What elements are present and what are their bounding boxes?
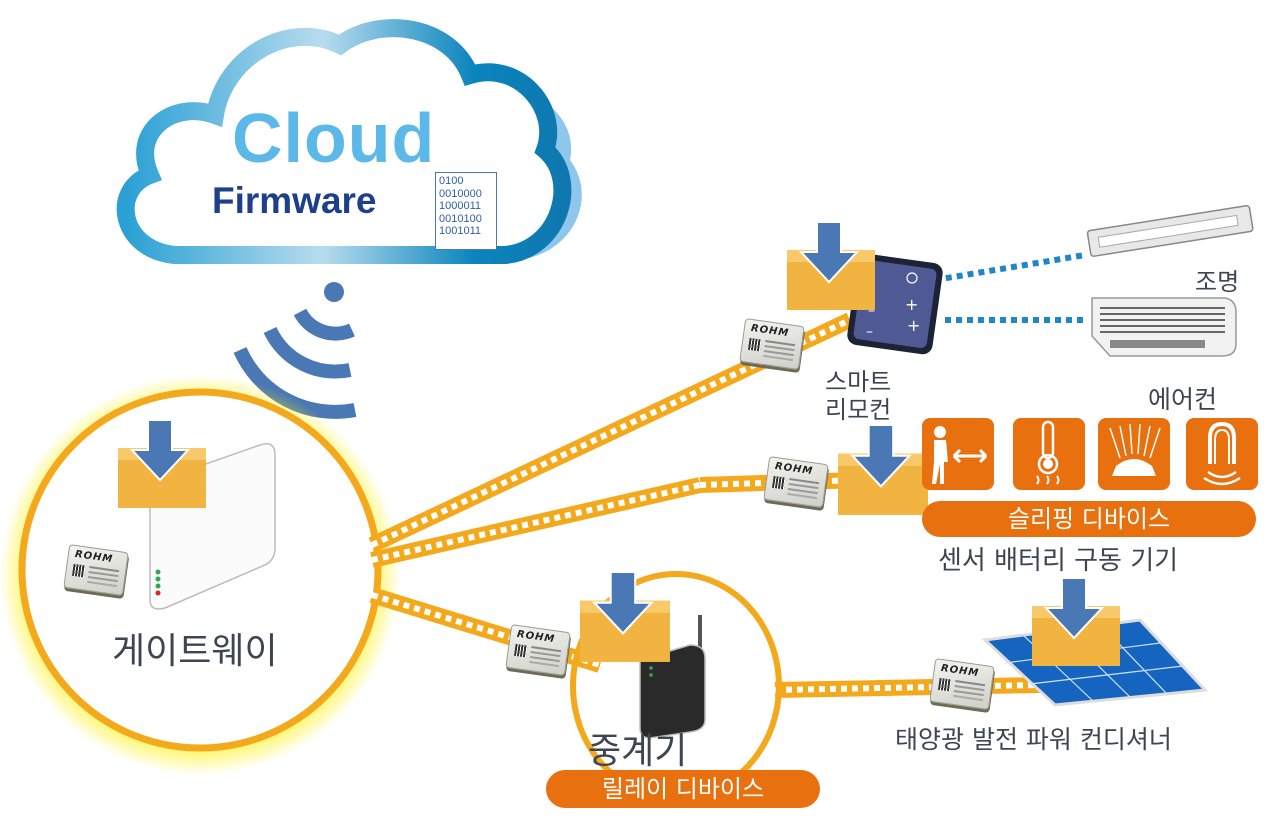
- smart-remote-label-line1: 스마트: [825, 368, 892, 396]
- rohm-module-chip: ROHM: [63, 544, 129, 596]
- relay-label: 중계기: [588, 731, 688, 772]
- rohm-module-chip: ROHM: [739, 318, 805, 370]
- cloud-subtitle: Firmware: [212, 180, 377, 221]
- cloud-title: Cloud: [232, 99, 436, 177]
- firmware-download-icon: [787, 222, 875, 310]
- sleeping-device-caption: 센서 배터리 구동 기기: [938, 546, 1179, 576]
- thermometer-heat-icon: [1013, 418, 1085, 490]
- router-device: [639, 615, 706, 739]
- firmware-file-icon: 0100 0010000 1000011 0010100 1001011: [435, 172, 497, 250]
- chip-brand: ROHM: [750, 322, 790, 340]
- chip-brand: ROHM: [74, 548, 114, 566]
- binary-line: 0010000: [439, 187, 482, 200]
- chip-brand: ROHM: [516, 628, 556, 646]
- aircon-device: [1091, 297, 1237, 357]
- binary-line: 0010100: [439, 212, 482, 225]
- svg-text:+: +: [905, 295, 918, 314]
- chip-brand: ROHM: [940, 662, 980, 680]
- aircon-label: 에어컨: [1148, 385, 1218, 414]
- svg-text:+: +: [907, 316, 920, 335]
- human-proximity-icon: [922, 418, 994, 490]
- binary-line: 1000011: [439, 200, 482, 212]
- binary-line: 0100: [439, 175, 464, 187]
- illuminance-sensor-icon: [1098, 418, 1170, 490]
- solar-label: 태양광 발전 파워 컨디셔너: [895, 725, 1172, 754]
- firmware-download-icon: [838, 425, 928, 515]
- rohm-module-chip: ROHM: [505, 624, 571, 676]
- sleeping-device-badge: 슬리핑 디바이스: [922, 501, 1256, 537]
- gateway-label: 게이트웨이: [112, 631, 278, 672]
- link-lines: [368, 312, 1041, 698]
- smart-remote-label-line2: 리모컨: [825, 396, 892, 424]
- firmware-download-icon: [118, 420, 206, 508]
- binary-line: 1001011: [439, 225, 482, 237]
- svg-text:–: –: [866, 324, 873, 340]
- ir-links: [934, 252, 1086, 323]
- light-label: 조명: [1195, 268, 1240, 296]
- svg-text:–: –: [868, 303, 875, 319]
- rohm-module-chip: ROHM: [929, 658, 995, 710]
- firmware-download-icon: [580, 572, 670, 662]
- light-device: [1086, 205, 1254, 257]
- rohm-module-chip: ROHM: [763, 456, 829, 508]
- relay-device-badge: 릴레이 디바이스: [546, 770, 820, 808]
- chip-brand: ROHM: [774, 460, 814, 478]
- firmware-download-icon: [1032, 578, 1120, 666]
- touch-sensor-icon: [1186, 418, 1258, 490]
